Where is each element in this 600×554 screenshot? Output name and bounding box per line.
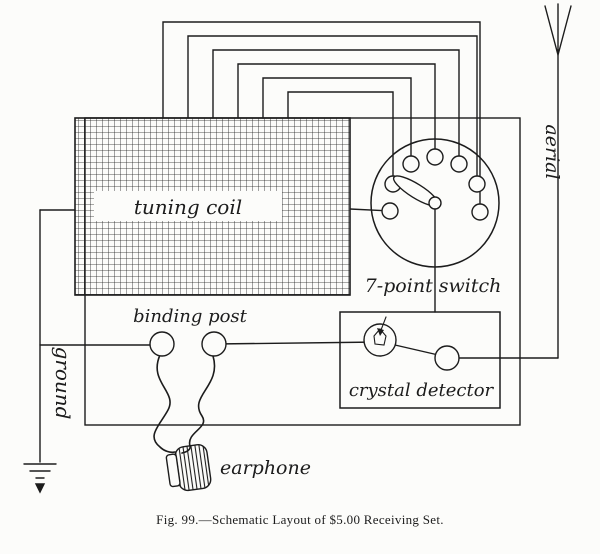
switch-dial xyxy=(370,138,500,268)
detector-cup xyxy=(363,323,397,357)
cord xyxy=(181,355,216,454)
binding-post-label: binding post xyxy=(133,306,248,327)
detector-box xyxy=(339,311,501,409)
ground-arrow-icon xyxy=(34,483,46,494)
switch-contact xyxy=(381,202,399,220)
aerial-wire xyxy=(458,3,572,359)
earphone-cords xyxy=(153,354,216,454)
tap-wire xyxy=(187,35,478,185)
earphone-cap xyxy=(165,453,181,488)
ground-wire xyxy=(23,209,76,494)
switch-contact xyxy=(471,203,489,221)
switch-label: 7-point switch xyxy=(365,275,502,297)
tap-wire xyxy=(162,21,481,213)
switch-knob xyxy=(428,196,442,210)
tuning-coil-label: tuning coil xyxy=(134,195,242,219)
catwhisker-wire xyxy=(380,316,387,331)
switch-contacts xyxy=(381,148,489,221)
binding-posts: binding post xyxy=(133,306,248,357)
aerial-label: aerial xyxy=(541,124,563,179)
coil-tap-wires xyxy=(162,21,481,213)
detector-post xyxy=(434,345,460,371)
post-to-detector-wire xyxy=(213,341,381,345)
earphone-label: earphone xyxy=(220,457,311,479)
figure-caption: Fig. 99.—Schematic Layout of $5.00 Recei… xyxy=(156,512,444,527)
switch-contact xyxy=(468,175,486,193)
tap-wire xyxy=(287,91,394,185)
connection-wires xyxy=(39,202,436,346)
label-band xyxy=(94,191,282,221)
earphone: earphone xyxy=(165,444,311,492)
tap-wire xyxy=(262,77,412,165)
binding-post-right xyxy=(201,331,227,357)
ground-icon xyxy=(23,463,57,479)
tap-wire xyxy=(237,63,436,158)
binding-post-left xyxy=(149,331,175,357)
seven-point-switch: 7-point switch xyxy=(365,138,502,297)
tap-wire xyxy=(212,49,460,165)
ground-label: ground xyxy=(51,347,75,420)
catwhisker-arrow-icon xyxy=(377,328,384,336)
tuning-coil: tuning coil xyxy=(74,117,351,296)
switch-contact xyxy=(402,155,420,173)
crystal-detector: crystal detector xyxy=(339,311,501,409)
cord xyxy=(153,354,176,454)
switch-contact xyxy=(450,155,468,173)
antenna-icon xyxy=(544,3,572,56)
crystal-detector-label: crystal detector xyxy=(349,380,495,401)
switch-contact xyxy=(426,148,444,166)
